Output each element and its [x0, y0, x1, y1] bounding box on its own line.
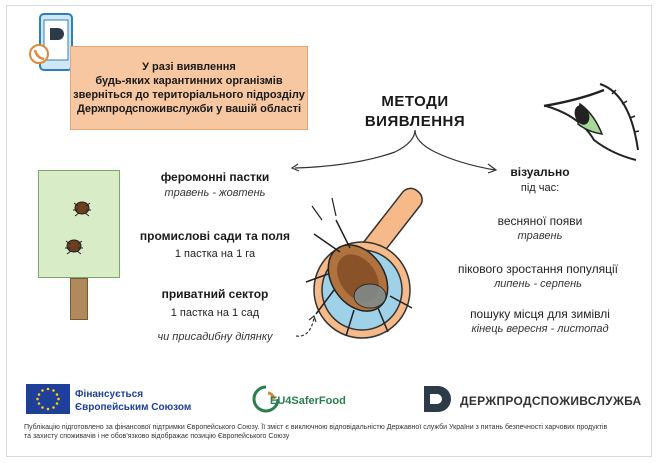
- spring-title: весняної появи: [497, 214, 583, 228]
- eu-funding-label: Фінансується Європейським Союзом: [75, 388, 191, 414]
- pheromone-trap-card: [38, 170, 120, 278]
- disclaimer-line-1: Публікацію підготовлено за фінансової пі…: [24, 424, 608, 431]
- visual-title: візуально: [510, 165, 570, 179]
- eu4saferfood-label: EU4SaferFood: [270, 395, 346, 407]
- eu4saferfood-logo-icon: [252, 385, 280, 413]
- peak-title: пікового зростання популяції: [457, 262, 618, 276]
- bug-icon: [73, 201, 91, 217]
- page-frame: [6, 5, 652, 457]
- methods-title-line-2: ВИЯВЛЕННЯ: [364, 113, 466, 130]
- trap-stake: [70, 278, 88, 320]
- pheromone-period: травень - жовтень: [164, 187, 266, 199]
- branch-arrows: [290, 129, 498, 174]
- eu-funding-line-1: Фінансується: [75, 389, 144, 400]
- dashed-arrow: [295, 314, 317, 337]
- eye-icon: [543, 83, 640, 161]
- private-alt: чи присадибну ділянку: [157, 331, 273, 343]
- notice-line-4: Держпродспоживслужби у вашій області: [76, 103, 302, 115]
- methods-title: МЕТОДИ ВИЯВЛЕННЯ: [355, 92, 475, 132]
- disclaimer-line-2: та захисту споживачів і не обов'язково в…: [24, 433, 290, 440]
- phone-icon: [29, 13, 73, 71]
- dps-logo-icon: [424, 386, 451, 412]
- notice-line-2: будь-яких карантинних організмів: [95, 75, 283, 87]
- dps-label: ДЕРЖПРОДСПОЖИВСЛУЖБА: [460, 394, 642, 408]
- pheromone-title: феромонні пастки: [160, 170, 270, 184]
- visual-subtitle: під час:: [520, 182, 560, 194]
- private-rate: 1 пастка на 1 сад: [170, 307, 260, 319]
- orchards-title: промислові сади та поля: [139, 229, 291, 243]
- methods-title-line-1: МЕТОДИ: [381, 93, 449, 110]
- bug-icon: [65, 239, 83, 255]
- private-title: приватний сектор: [161, 287, 269, 301]
- notice-line-1: У разі виявлення: [142, 61, 236, 73]
- magnifier-bug-illustration: [305, 187, 423, 339]
- winter-title: пошуку місця для зимівлі: [470, 307, 610, 321]
- peak-period: липень - серпень: [494, 278, 582, 290]
- disclaimer: Публікацію підготовлено за фінансової пі…: [24, 423, 644, 441]
- spring-period: травень: [517, 230, 563, 242]
- notice-box: У разі виявлення будь-яких карантинних о…: [70, 46, 308, 130]
- orchards-rate: 1 пастка на 1 га: [174, 248, 256, 260]
- eu-funding-line-2: Європейським Союзом: [75, 402, 192, 413]
- notice-line-3: зверніться до територіального підрозділу: [73, 89, 305, 101]
- winter-period: кінець вересня - листопад: [471, 323, 609, 335]
- eu-flag-icon: [26, 384, 70, 414]
